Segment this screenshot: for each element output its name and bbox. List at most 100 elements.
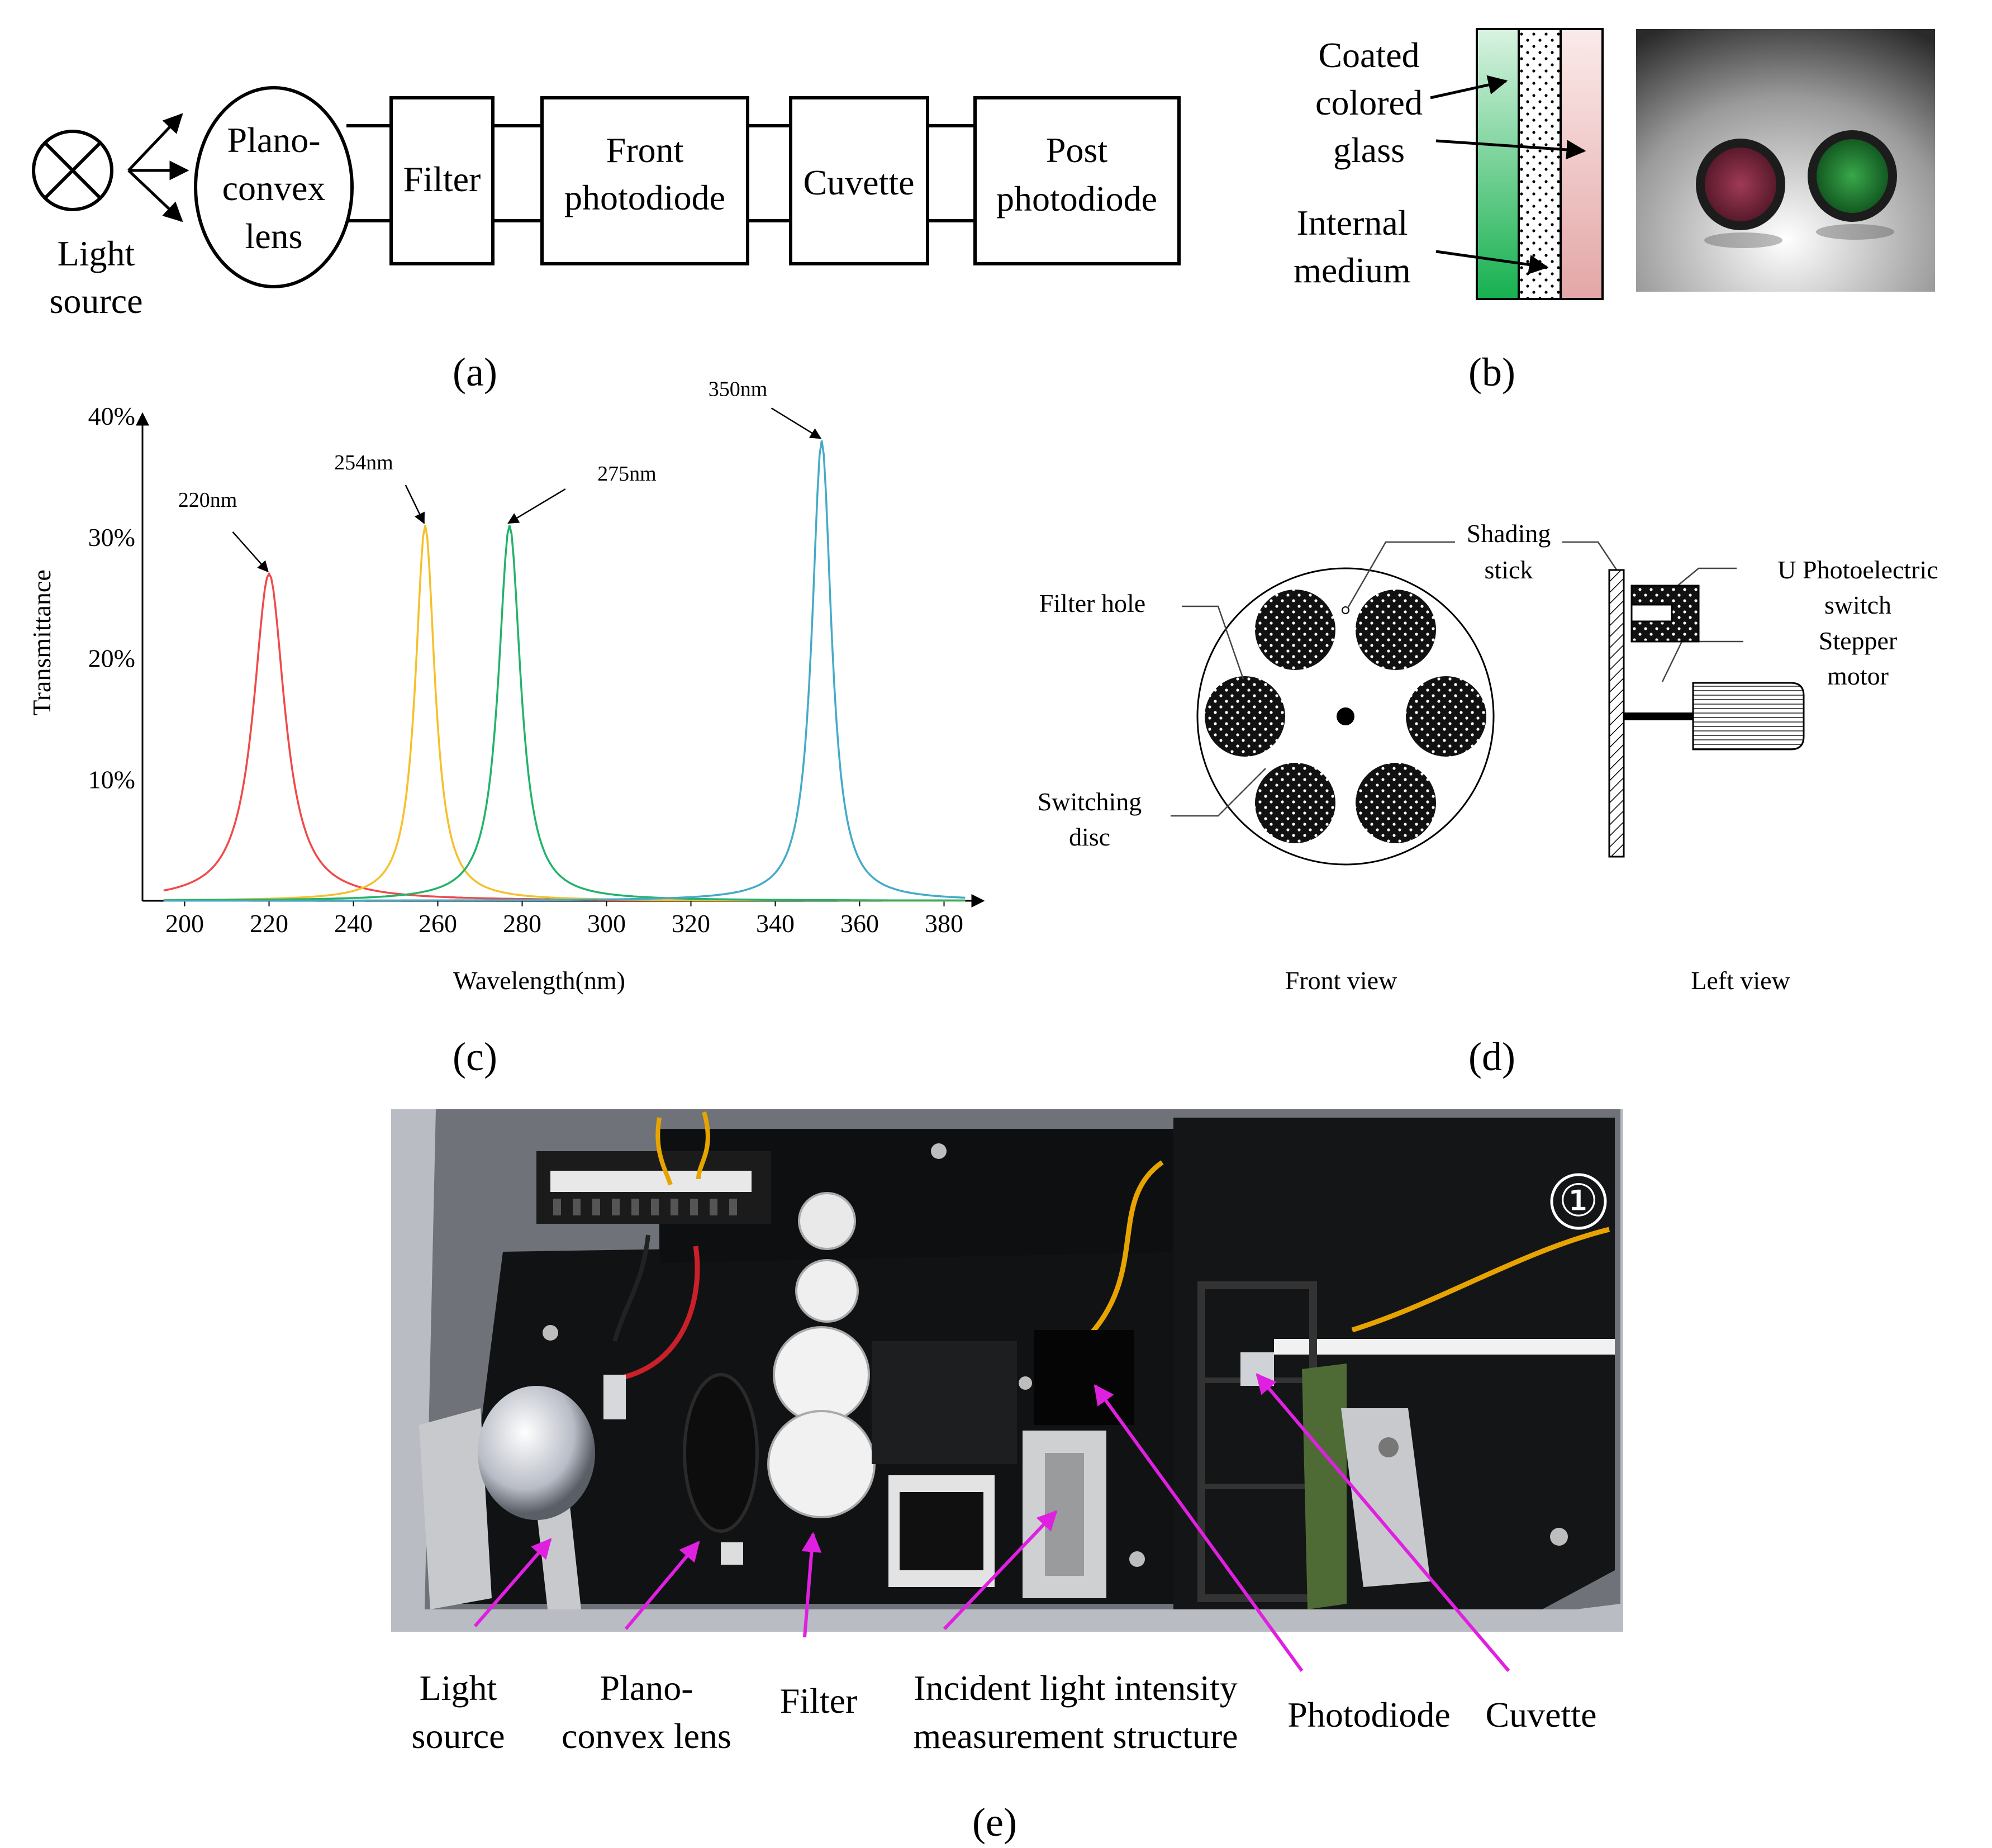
shading-stick bbox=[1342, 606, 1349, 614]
disc-center bbox=[1337, 707, 1354, 725]
annotation-arrows bbox=[473, 1373, 1510, 1672]
peak-label: 220nm bbox=[178, 488, 237, 512]
red-filter-glass bbox=[1705, 148, 1776, 221]
post-photodiode-label-2: photodiode bbox=[996, 179, 1157, 218]
x-tick-label: 340 bbox=[756, 909, 795, 938]
photoelectric-switch bbox=[1630, 585, 1700, 643]
x-tick-label: 280 bbox=[503, 909, 541, 938]
filter-hole bbox=[1356, 590, 1436, 670]
filter-holes bbox=[1205, 590, 1486, 843]
y-tick-label: 20% bbox=[88, 644, 135, 673]
front-photodiode-label: Front bbox=[606, 130, 684, 170]
filter-hole bbox=[1205, 676, 1285, 757]
panel-a: Light source Plano- convex lens Filter F… bbox=[32, 86, 1181, 395]
x-axis-label: Wavelength(nm) bbox=[453, 966, 625, 995]
front-view-label: Front view bbox=[1285, 966, 1397, 995]
peak-label: 254nm bbox=[334, 451, 393, 474]
series-line bbox=[163, 440, 966, 902]
shading-label-2: stick bbox=[1485, 555, 1533, 584]
x-tick-label: 260 bbox=[419, 909, 457, 938]
photo-marker: ① bbox=[1558, 1177, 1599, 1226]
green-filter-glass bbox=[1817, 139, 1888, 213]
lens-holder bbox=[683, 1373, 759, 1533]
caption-d: (d) bbox=[1468, 1034, 1515, 1079]
front-photodiode-label-2: photodiode bbox=[564, 178, 725, 217]
glass-layers bbox=[1476, 28, 1604, 300]
stepper-label: Stepper bbox=[1819, 626, 1898, 655]
lens-label-3: lens bbox=[245, 216, 302, 256]
x-tick-label: 380 bbox=[925, 909, 963, 938]
filter-hole bbox=[1406, 676, 1486, 757]
front-photodiode-box bbox=[540, 96, 749, 265]
peak-label: 350nm bbox=[709, 377, 768, 401]
chart-series bbox=[163, 440, 966, 902]
caption-a: (a) bbox=[453, 350, 497, 395]
caption-c: (c) bbox=[453, 1034, 497, 1079]
filter-label: Filter bbox=[780, 1681, 858, 1721]
peak-label: 275nm bbox=[597, 462, 657, 486]
chart-annotations: 220nm 254nm 275nm 350nm bbox=[178, 377, 822, 573]
cuvette-label: Cuvette bbox=[1485, 1695, 1596, 1735]
incident-label-2: measurement structure bbox=[913, 1716, 1238, 1756]
caption-e: (e) bbox=[972, 1800, 1017, 1845]
coated-label-3: glass bbox=[1333, 130, 1405, 170]
cuvette-label: Cuvette bbox=[803, 163, 914, 202]
light-source-label-2: source bbox=[49, 281, 142, 321]
series-line bbox=[163, 525, 966, 902]
pink-glass-layer bbox=[1560, 28, 1604, 300]
coated-label-2: colored bbox=[1315, 83, 1423, 122]
light-source-label: Light bbox=[420, 1668, 497, 1708]
filter-box bbox=[389, 96, 495, 265]
x-tick-label: 240 bbox=[334, 909, 373, 938]
y-axis-label: Transmittance bbox=[27, 569, 56, 716]
y-tick-label: 30% bbox=[88, 523, 135, 552]
coated-label: Coated bbox=[1318, 35, 1419, 75]
filter-hole bbox=[1255, 763, 1335, 843]
cuvette-holder bbox=[1240, 1352, 1274, 1386]
stepper-motor bbox=[1692, 682, 1805, 750]
light-source-label-2: source bbox=[411, 1716, 505, 1756]
peak-arrow bbox=[771, 407, 822, 439]
light-rays bbox=[127, 113, 189, 222]
photodiode-label: Photodiode bbox=[1287, 1695, 1451, 1735]
cuvette-box bbox=[789, 96, 929, 265]
side-plate bbox=[1608, 569, 1625, 858]
lens-shape bbox=[194, 86, 354, 288]
photodiode-block bbox=[1034, 1330, 1134, 1425]
lens-label-2: convex bbox=[222, 168, 326, 208]
x-tick-label: 200 bbox=[165, 909, 204, 938]
filter-hole bbox=[1255, 590, 1335, 670]
peak-arrow bbox=[232, 531, 269, 573]
left-view-label: Left view bbox=[1691, 966, 1790, 995]
u-switch-label-2: switch bbox=[1824, 591, 1891, 619]
x-tick-label: 220 bbox=[250, 909, 288, 938]
filter-label: Filter bbox=[403, 159, 481, 199]
x-tick-label: 300 bbox=[587, 909, 626, 938]
x-tick-label: 360 bbox=[840, 909, 879, 938]
peak-arrow bbox=[507, 488, 566, 524]
internal-label-2: medium bbox=[1294, 250, 1411, 290]
u-switch-label: U Photoelectric bbox=[1777, 555, 1938, 584]
x-tick-label: 320 bbox=[672, 909, 710, 938]
arrow-photodiode bbox=[1094, 1384, 1304, 1672]
arrow-lens bbox=[624, 1541, 700, 1630]
filter-hole-label: Filter hole bbox=[1039, 589, 1145, 617]
filter-wheel bbox=[767, 1410, 876, 1518]
light-source-label: Light bbox=[58, 234, 135, 273]
connectors bbox=[346, 124, 975, 222]
post-photodiode-label: Post bbox=[1046, 130, 1108, 170]
marker-circle bbox=[1550, 1173, 1607, 1230]
light-source-icon bbox=[32, 130, 113, 211]
filter-photo bbox=[1636, 29, 1935, 292]
device-photo: ① bbox=[391, 1109, 1623, 1632]
internal-label: Internal bbox=[1297, 203, 1408, 243]
panel-e: ① Light source Plano- convex lens Filter… bbox=[391, 1109, 1623, 1845]
series-line bbox=[163, 525, 966, 902]
panel-b: Coated colored glass Internal medium (b) bbox=[1294, 28, 1935, 395]
lamp-bulb bbox=[478, 1386, 595, 1520]
switching-disc-label: Switching bbox=[1038, 787, 1142, 816]
post-photodiode-box bbox=[973, 96, 1181, 265]
series-line bbox=[163, 572, 966, 902]
